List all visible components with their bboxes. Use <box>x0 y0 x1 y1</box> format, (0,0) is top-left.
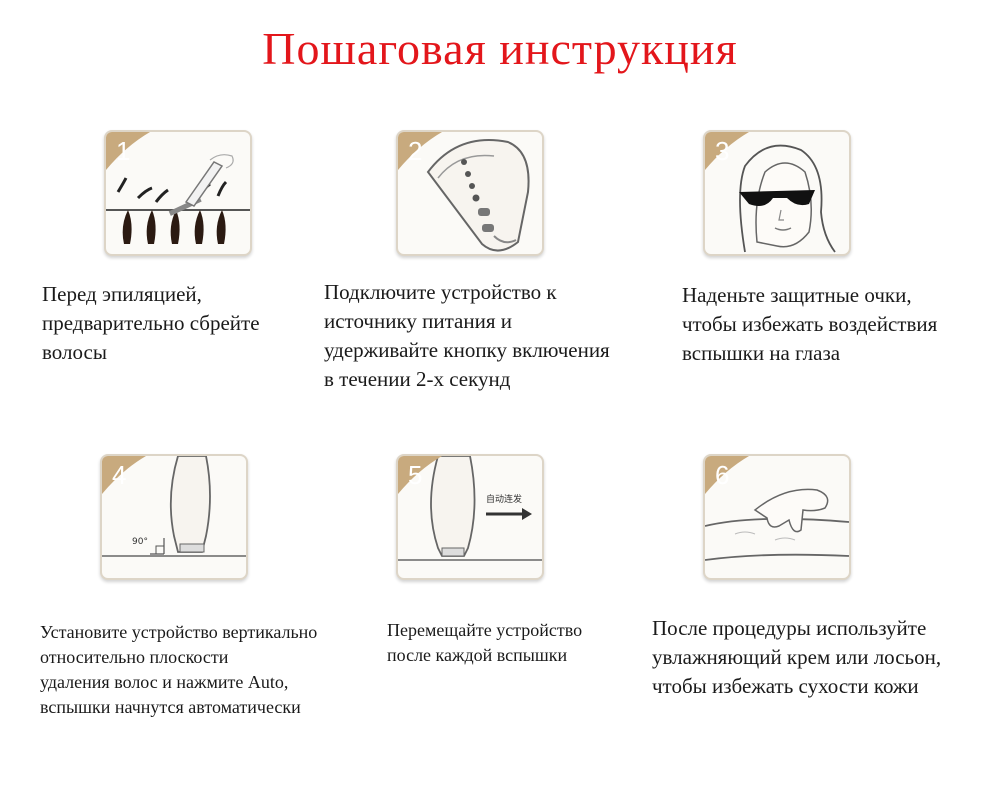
step-6-text: После процедуры используйте увлажняющий … <box>652 616 942 698</box>
hand-cream-icon <box>705 488 849 561</box>
step-number: 2 <box>408 136 423 166</box>
step-3-text: Наденьте защитные очки, чтобы избежать в… <box>682 283 938 365</box>
step-number: 5 <box>408 460 423 490</box>
step-4-text: Установите устройство вертикально относи… <box>40 622 318 717</box>
page-title: Пошаговая инструкция <box>262 23 738 74</box>
step-number: 6 <box>715 460 730 490</box>
step-number: 1 <box>116 136 131 166</box>
device-move-icon: 自动连发 <box>398 456 542 561</box>
shaving-hair-icon <box>106 154 250 244</box>
device-power-icon <box>426 139 530 252</box>
step-number: 4 <box>112 460 127 490</box>
step-2-illustration: 2 <box>396 130 544 256</box>
step-1-illustration: 1 <box>104 130 252 256</box>
step-5-text: Перемещайте устройство после каждой вспы… <box>387 620 583 665</box>
step-5-illustration: 自动连发 5 <box>396 454 544 580</box>
step-6-illustration: 6 <box>703 454 851 580</box>
auto-flash-label: 自动连发 <box>486 493 522 505</box>
step-number: 3 <box>715 136 730 166</box>
step-3-illustration: 3 <box>703 130 851 256</box>
step-badge-icon <box>106 132 150 170</box>
woman-goggles-icon <box>739 144 836 253</box>
step-badge-icon <box>398 132 442 170</box>
step-2-text: Подключите устройство к источнику питани… <box>324 280 610 391</box>
device-vertical-icon: 90° <box>102 456 246 557</box>
step-badge-icon <box>398 456 442 494</box>
angle-label: 90° <box>132 537 148 547</box>
step-badge-icon <box>705 132 749 170</box>
step-4-illustration: 90° 4 <box>100 454 248 580</box>
step-badge-icon <box>705 456 749 494</box>
step-1-text: Перед эпиляцией, предварительно сбрейте … <box>42 282 260 364</box>
step-badge-icon <box>102 456 146 494</box>
